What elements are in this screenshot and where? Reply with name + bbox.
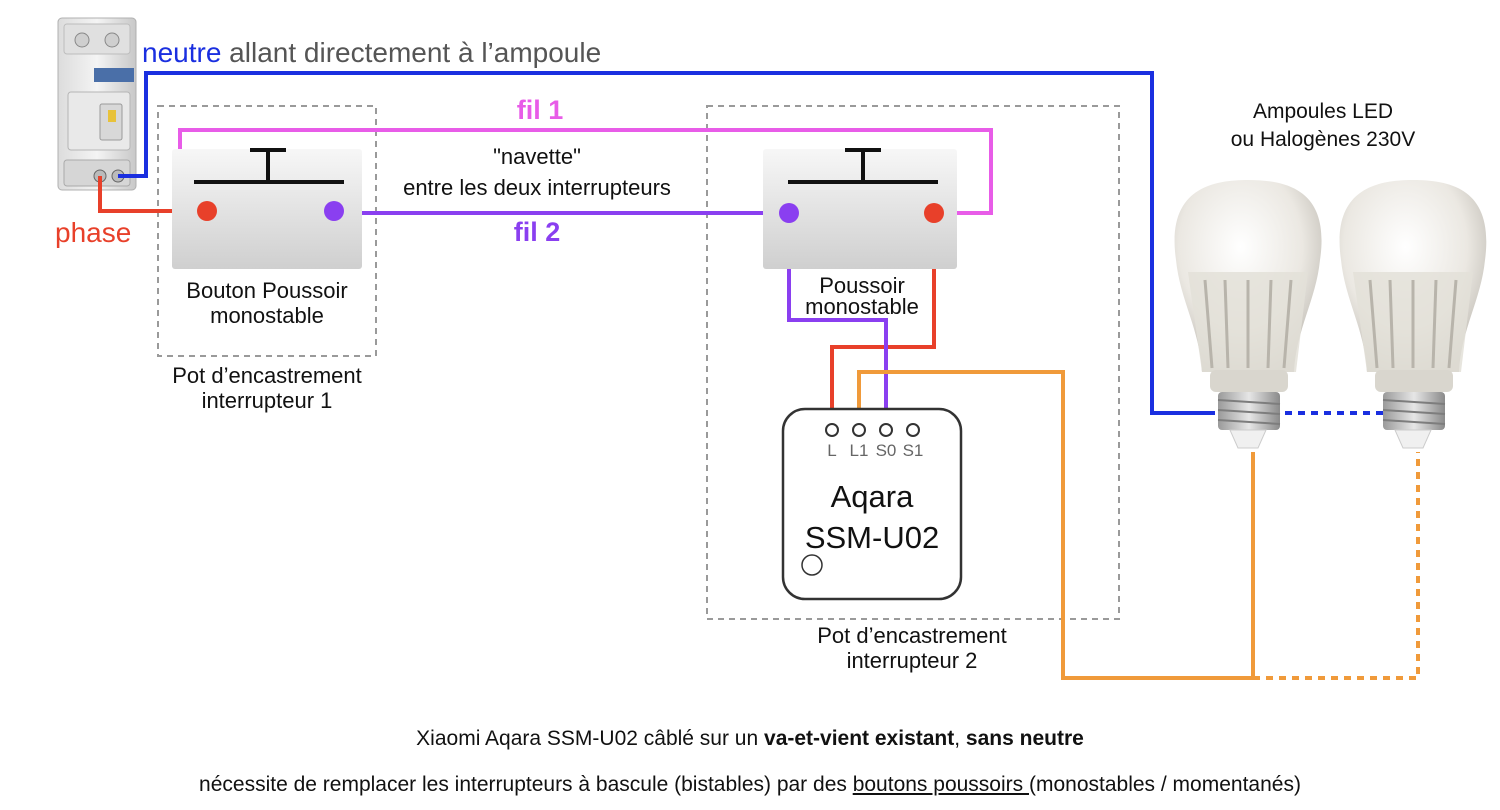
pot1-label-line2: interrupteur 1	[202, 388, 333, 413]
switch2-terminal-fil2	[779, 203, 799, 223]
switch2-label-line1: Poussoir	[819, 273, 905, 298]
caption-1-bold-vaetvient: va-et-vient existant	[764, 727, 955, 750]
neutre-word: neutre	[142, 37, 221, 68]
push-button-1	[172, 148, 362, 269]
pot2-label-line1: Pot d’encastrement	[817, 623, 1007, 648]
caption-2-underlined: boutons poussoirs	[852, 773, 1029, 796]
caption-line-2: nécessite de remplacer les interrupteurs…	[0, 773, 1500, 797]
switch1-label-line1: Bouton Poussoir	[186, 278, 347, 303]
caption-2-post: (monostables / momentanés)	[1028, 773, 1301, 796]
terminal-label-s0: S0	[876, 441, 897, 460]
push-button-2	[763, 148, 957, 269]
terminal-s0	[879, 423, 893, 437]
module-button-icon	[801, 554, 823, 576]
navette-label-line2: entre les deux interrupteurs	[403, 175, 671, 200]
pot2-label-line2: interrupteur 2	[847, 648, 978, 673]
terminal-l1	[852, 423, 866, 437]
fil2-label: fil 2	[514, 217, 561, 247]
aqara-module: L L1 S0 S1 Aqara SSM-U02	[781, 407, 963, 601]
module-name-line1: Aqara	[831, 479, 914, 514]
led-bulb-2	[1339, 180, 1487, 449]
navette-label-line1: "navette"	[493, 144, 581, 169]
circuit-breaker	[57, 17, 137, 191]
pot1-label-line1: Pot d’encastrement	[172, 363, 362, 388]
fil1-label: fil 1	[517, 95, 564, 125]
bulbs-label-line1: Ampoules LED	[1253, 100, 1393, 123]
terminal-label-l: L	[827, 441, 836, 460]
terminal-l	[825, 423, 839, 437]
phase-label: phase	[55, 217, 131, 248]
terminal-label-s1: S1	[903, 441, 924, 460]
led-bulb-1	[1174, 180, 1322, 449]
module-name-line2: SSM-U02	[805, 520, 939, 555]
terminal-label-l1: L1	[850, 441, 869, 460]
switch1-terminal-phase	[197, 201, 217, 221]
caption-1-bold-sansneutre: sans neutre	[965, 727, 1084, 750]
caption-1-mid: ,	[954, 727, 966, 750]
switch1-label-line2: monostable	[210, 303, 324, 328]
terminal-s1	[906, 423, 920, 437]
lamp-return-wire	[857, 370, 1420, 680]
caption-2-pre: nécessite de remplacer les interrupteurs…	[199, 773, 853, 796]
neutre-wire	[118, 71, 1385, 415]
caption-1-pre: Xiaomi Aqara SSM-U02 câblé sur un	[416, 727, 765, 750]
switch1-terminal-fil2	[324, 201, 344, 221]
bulbs-label-line2: ou Halogènes 230V	[1231, 128, 1415, 151]
phase-wire	[98, 176, 936, 428]
caption-line-1: Xiaomi Aqara SSM-U02 câblé sur un va-et-…	[0, 727, 1500, 751]
neutre-label: neutre allant directement à l’ampoule	[142, 37, 601, 68]
neutre-rest: allant directement à l’ampoule	[221, 37, 601, 68]
switch2-label-line2: monostable	[805, 294, 919, 319]
enclosure-box-1	[157, 105, 377, 357]
switch2-terminal-phase	[924, 203, 944, 223]
